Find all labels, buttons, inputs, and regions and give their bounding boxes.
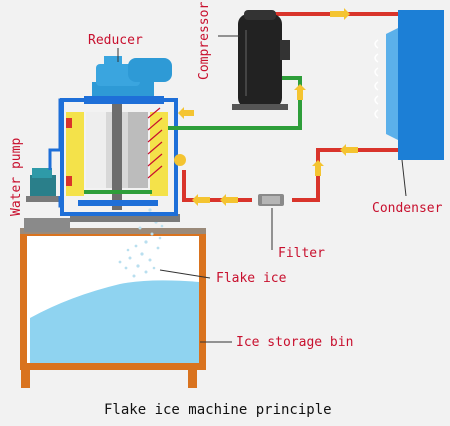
- ice-storage-bin: [20, 228, 206, 388]
- flow-arrows: [174, 8, 358, 206]
- compressor: [232, 10, 290, 110]
- refrigerant-lines: [182, 12, 400, 202]
- filter: [258, 194, 284, 206]
- label-ice-storage-bin: Ice storage bin: [236, 335, 353, 350]
- label-flake-ice: Flake ice: [216, 271, 287, 286]
- water-line: [48, 98, 90, 208]
- water-pump: [24, 168, 70, 232]
- ice-pile: [30, 280, 199, 363]
- evaporator-drum: [60, 92, 180, 222]
- reducer-motor: [84, 56, 172, 104]
- label-compressor: Compressor: [197, 2, 212, 80]
- condenser: [374, 10, 444, 160]
- leader-lines: [117, 35, 407, 343]
- label-condenser: Condenser: [372, 201, 443, 216]
- label-reducer: Reducer: [88, 33, 143, 48]
- diagram-caption: Flake ice machine principle: [104, 402, 332, 418]
- label-water-pump: Water pump: [9, 138, 24, 216]
- suction-line: [168, 76, 302, 130]
- label-filter: Filter: [278, 246, 325, 261]
